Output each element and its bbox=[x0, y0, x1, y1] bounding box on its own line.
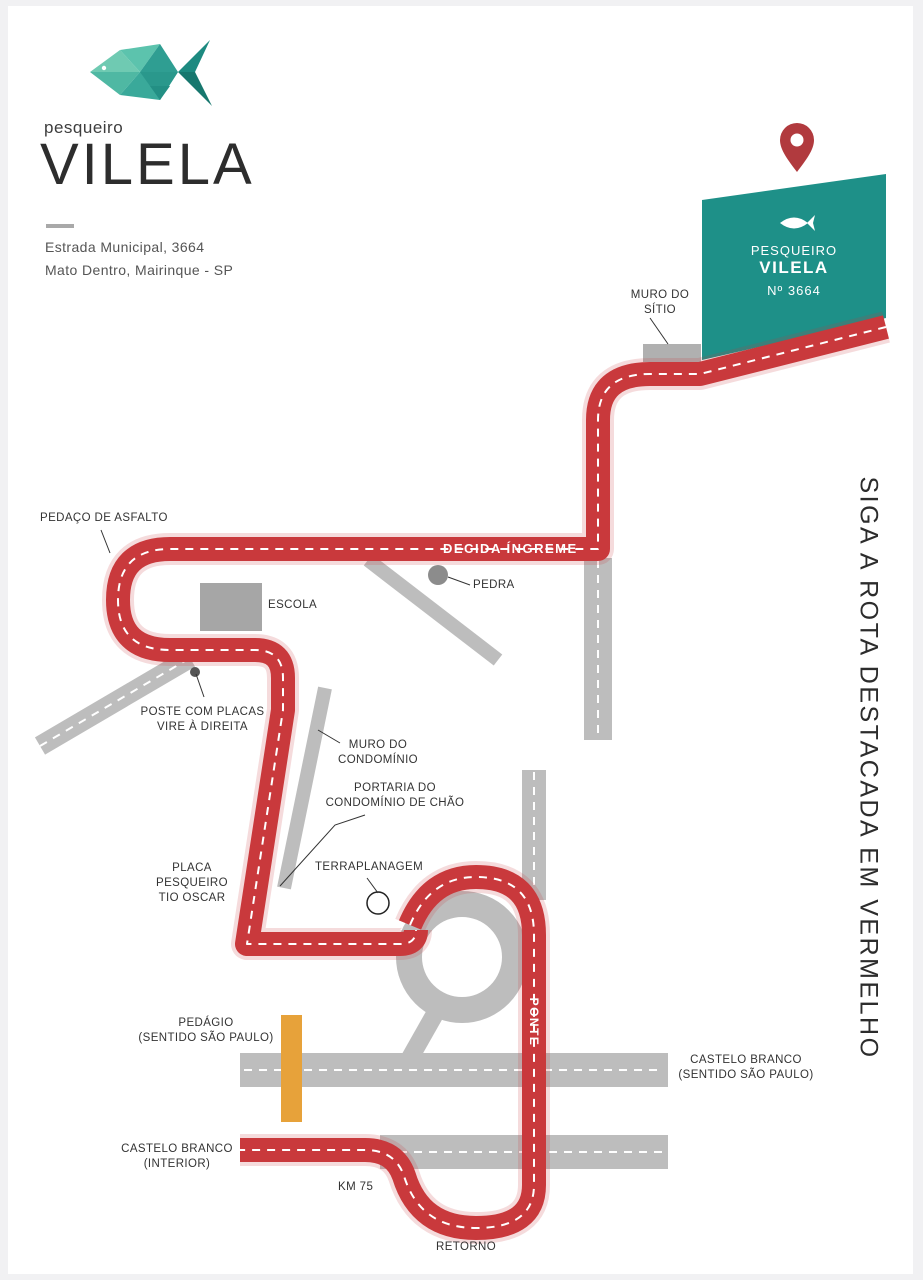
label-pedra: PEDRA bbox=[473, 579, 515, 591]
road-pedra-diagonal bbox=[363, 554, 503, 666]
address-line1: Estrada Municipal, 3664 bbox=[45, 239, 205, 255]
highway-sao-paulo bbox=[240, 1053, 668, 1087]
destination-fish-icon bbox=[780, 215, 815, 231]
label-retorno: RETORNO bbox=[436, 1241, 497, 1253]
road-roundabout bbox=[396, 891, 528, 1023]
bridge-label: PONTE bbox=[527, 997, 541, 1047]
label-castelo-interior: CASTELO BRANCO (INTERIOR) bbox=[121, 1143, 233, 1170]
terraplanagem-marker bbox=[366, 891, 390, 915]
label-pedagio: PEDÁGIO (SENTIDO SÃO PAULO) bbox=[138, 1017, 274, 1044]
instruction-text: SIGA A ROTA DESTACADA EM VERMELHO bbox=[854, 476, 883, 1060]
label-muro-condominio: MURO DO CONDOMÍNIO bbox=[337, 739, 419, 766]
escola-building bbox=[200, 583, 262, 631]
leader-lines bbox=[100, 317, 669, 894]
label-km: KM 75 bbox=[338, 1181, 374, 1193]
label-poste: POSTE COM PLACAS VIRE À DIREITA bbox=[140, 706, 265, 733]
location-pin-icon bbox=[780, 123, 814, 172]
destination-number: Nº 3664 bbox=[767, 283, 821, 298]
label-terraplanagem: TERRAPLANAGEM bbox=[315, 861, 424, 873]
label-portaria: PORTARIA DO CONDOMÍNIO DE CHÃO bbox=[325, 782, 465, 809]
road-roundabout-spur bbox=[402, 1000, 448, 1063]
brand-rule bbox=[46, 224, 74, 228]
label-pedaco-asfalto: PEDAÇO DE ASFALTO bbox=[40, 512, 168, 524]
road-condominio-wall bbox=[277, 686, 332, 890]
label-muro-sitio: MURO DO SÍTIO bbox=[630, 289, 690, 316]
red-route bbox=[102, 311, 890, 1244]
label-placa: PLACA PESQUEIRO TIO OSCAR bbox=[156, 862, 228, 904]
road-left-diagonal bbox=[34, 649, 196, 755]
muro-sitio-building bbox=[643, 344, 701, 362]
destination-line2: VILELA bbox=[759, 258, 829, 277]
destination-label: PESQUEIRO VILELA Nº 3664 bbox=[702, 212, 886, 299]
destination-line1: PESQUEIRO bbox=[750, 243, 838, 258]
address-line2: Mato Dentro, Mairinque - SP bbox=[45, 262, 234, 278]
brand-name: VILELA bbox=[40, 132, 255, 197]
label-castelo-sp: CASTELO BRANCO (SENTIDO SÃO PAULO) bbox=[678, 1054, 814, 1081]
fish-icon bbox=[90, 40, 212, 106]
descent-label: DECIDA ÍNGREME bbox=[443, 541, 578, 556]
destination-block bbox=[702, 174, 886, 360]
pedagio-toll bbox=[281, 1015, 302, 1122]
pedra-marker bbox=[428, 565, 448, 585]
brand-small: pesqueiro bbox=[44, 118, 124, 137]
poste-marker bbox=[190, 667, 200, 677]
label-escola: ESCOLA bbox=[268, 599, 318, 611]
